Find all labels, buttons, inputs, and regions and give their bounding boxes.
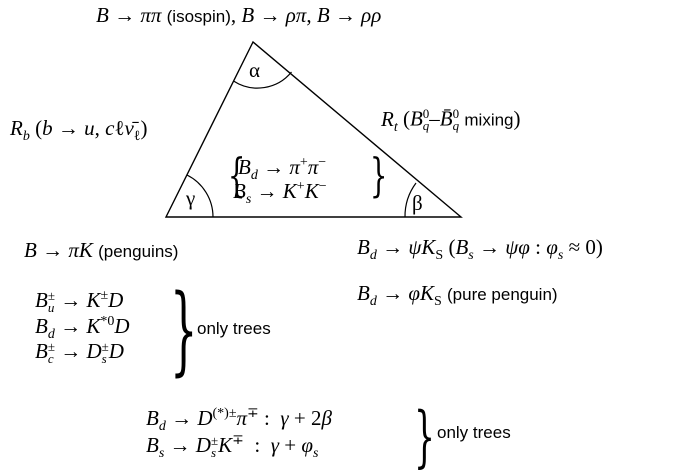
trees2-only-trees: only trees (437, 423, 511, 442)
gamma-arc (186, 174, 214, 218)
inside-right-brace: } (369, 148, 388, 202)
trees2-brace: } (414, 398, 435, 475)
trees1-line-2: Bd → K*0D (35, 314, 130, 343)
trees1-only-trees: only trees (197, 319, 271, 338)
gamma-label: γ (186, 186, 196, 210)
triangle-outline (164, 40, 463, 218)
alpha-arc (233, 71, 292, 89)
unitarity-triangle (164, 40, 463, 218)
beta-label: β (412, 191, 423, 215)
beta-arc (404, 182, 417, 218)
trees1-line-1: B±u → K±D (35, 288, 124, 315)
psi-ks-label: Bd → ψKS (Bs → ψφ : φs ≈ 0) (357, 235, 603, 264)
inside-left-brace: { (227, 148, 246, 202)
penguins-label: B → πK (penguins) (24, 238, 179, 262)
alpha-label: α (249, 58, 261, 82)
trees1-brace: } (170, 274, 198, 386)
top-label: B → ππ (isospin), B → ρπ, B → ρρ (96, 3, 382, 27)
phi-ks-label: Bd → φKS (pure penguin) (357, 281, 558, 310)
trees2-line-1: Bd → D(*)±π∓ : γ + 2β (146, 406, 332, 435)
inside-line-2: Bs → K+K− (233, 179, 327, 208)
inside-line-1: Bd → π+π− (238, 155, 327, 184)
left-side-label: Rb (b → u, cℓν̄ℓ) (10, 116, 148, 145)
